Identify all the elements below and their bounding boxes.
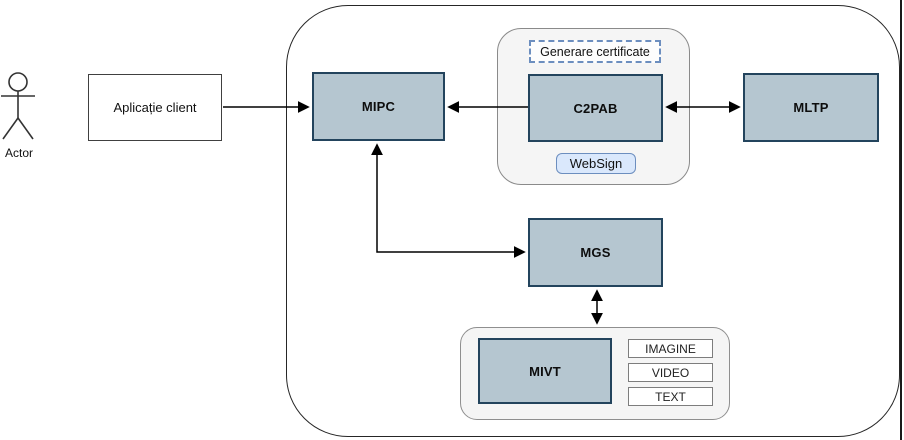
- client-app-label: Aplicație client: [113, 100, 197, 115]
- actor-label: Actor: [4, 146, 33, 160]
- media-item-imagine: IMAGINE: [628, 339, 713, 358]
- certificate-group-title-text: Generare certificate: [540, 44, 650, 59]
- certificate-group-title: Generare certificate: [529, 40, 661, 63]
- client-app-box: Aplicație client: [88, 74, 222, 141]
- node-c2pab: C2PAB: [528, 74, 663, 142]
- right-edge-line: [900, 0, 903, 440]
- websign-button-label: WebSign: [569, 156, 623, 171]
- node-mgs: MGS: [528, 218, 663, 287]
- actor-icon: [1, 72, 35, 140]
- node-mipc: MIPC: [312, 72, 445, 141]
- node-mivt: MIVT: [478, 338, 612, 404]
- media-item-video: VIDEO: [628, 363, 713, 382]
- system-boundary: [286, 5, 900, 437]
- node-mltp: MLTP: [743, 73, 879, 142]
- websign-button: WebSign: [556, 153, 636, 174]
- media-item-text: TEXT: [628, 387, 713, 406]
